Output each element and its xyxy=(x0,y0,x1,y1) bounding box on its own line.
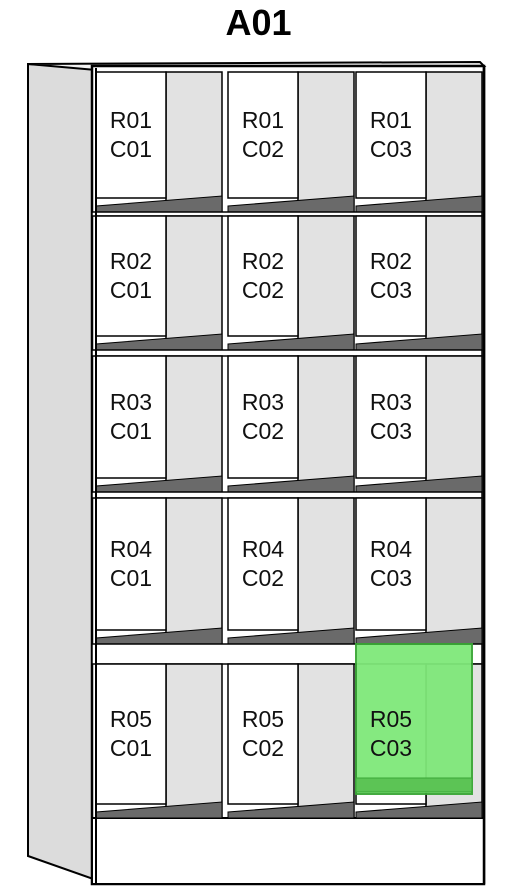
compartment-col-label: C02 xyxy=(242,136,284,162)
compartment-col-label: C03 xyxy=(370,136,412,162)
compartment-highlight-floor xyxy=(355,777,473,793)
compartment-col-label: C02 xyxy=(242,565,284,591)
compartment-col-label: C01 xyxy=(110,418,152,444)
compartment-inner-wall xyxy=(425,355,483,493)
compartment-row-label: R03 xyxy=(110,389,152,415)
compartment-front-panel xyxy=(95,215,167,337)
compartment-row-label: R03 xyxy=(370,389,412,415)
compartment-col-label: C01 xyxy=(110,136,152,162)
shelf-board xyxy=(91,349,483,357)
compartment-front-panel xyxy=(95,355,167,479)
compartment-floor xyxy=(227,801,355,819)
compartment-floor xyxy=(355,801,483,819)
compartment-front-panel xyxy=(95,497,167,631)
compartment-inner-wall xyxy=(297,71,355,213)
compartment-inner-wall xyxy=(297,355,355,493)
compartment-front-panel xyxy=(95,71,167,199)
shelf-board xyxy=(91,491,483,499)
compartment-row-label: R05 xyxy=(370,706,412,732)
compartment-row-label: R02 xyxy=(242,248,284,274)
compartment-inner-wall xyxy=(297,497,355,645)
compartment-col-label: C01 xyxy=(110,735,152,761)
compartment-row-label: R04 xyxy=(370,536,412,562)
compartment-highlight xyxy=(355,643,473,795)
compartment-col-label: C03 xyxy=(370,735,412,761)
compartment-inner-wall xyxy=(165,355,223,493)
compartment-row-label: R04 xyxy=(110,536,152,562)
compartment-front-panel xyxy=(227,71,299,199)
compartment-col-label: C02 xyxy=(242,735,284,761)
shelf-side-panel xyxy=(27,62,97,882)
compartment-row-label: R04 xyxy=(242,536,284,562)
compartment-inner-wall xyxy=(425,71,483,213)
compartment-row-label: R05 xyxy=(110,706,152,732)
compartment-inner-wall xyxy=(425,497,483,645)
compartment-col-label: C03 xyxy=(370,418,412,444)
compartment-front-panel xyxy=(227,497,299,631)
compartment-inner-wall xyxy=(165,215,223,351)
compartment-row-label: R01 xyxy=(242,107,284,133)
compartment-front-panel xyxy=(355,497,427,631)
compartment-front-panel xyxy=(95,663,167,805)
compartment-row-label: R01 xyxy=(370,107,412,133)
compartment-row-label: R05 xyxy=(242,706,284,732)
compartment-inner-wall xyxy=(165,71,223,213)
compartment-inner-wall xyxy=(297,215,355,351)
compartment-inner-wall xyxy=(165,663,223,819)
compartment-col-label: C03 xyxy=(370,277,412,303)
compartment-row-label: R03 xyxy=(242,389,284,415)
compartment-front-panel xyxy=(227,215,299,337)
compartment-col-label: C01 xyxy=(110,565,152,591)
shelf-plinth xyxy=(91,817,485,885)
compartment-front-panel xyxy=(227,355,299,479)
compartment-inner-wall xyxy=(425,215,483,351)
compartment-col-label: C03 xyxy=(370,565,412,591)
compartment-row-label: R02 xyxy=(370,248,412,274)
compartment-inner-wall xyxy=(165,497,223,645)
compartment-front-panel xyxy=(355,215,427,337)
shelf-title: A01 xyxy=(225,2,292,43)
compartment-front-panel xyxy=(355,71,427,199)
compartment-col-label: C02 xyxy=(242,418,284,444)
compartment-front-panel xyxy=(355,355,427,479)
compartment-col-label: C02 xyxy=(242,277,284,303)
compartment-front-panel xyxy=(227,663,299,805)
compartment-inner-wall xyxy=(297,663,355,819)
compartment-col-label: C01 xyxy=(110,277,152,303)
compartment-row-label: R01 xyxy=(110,107,152,133)
compartment-row-label: R02 xyxy=(110,248,152,274)
